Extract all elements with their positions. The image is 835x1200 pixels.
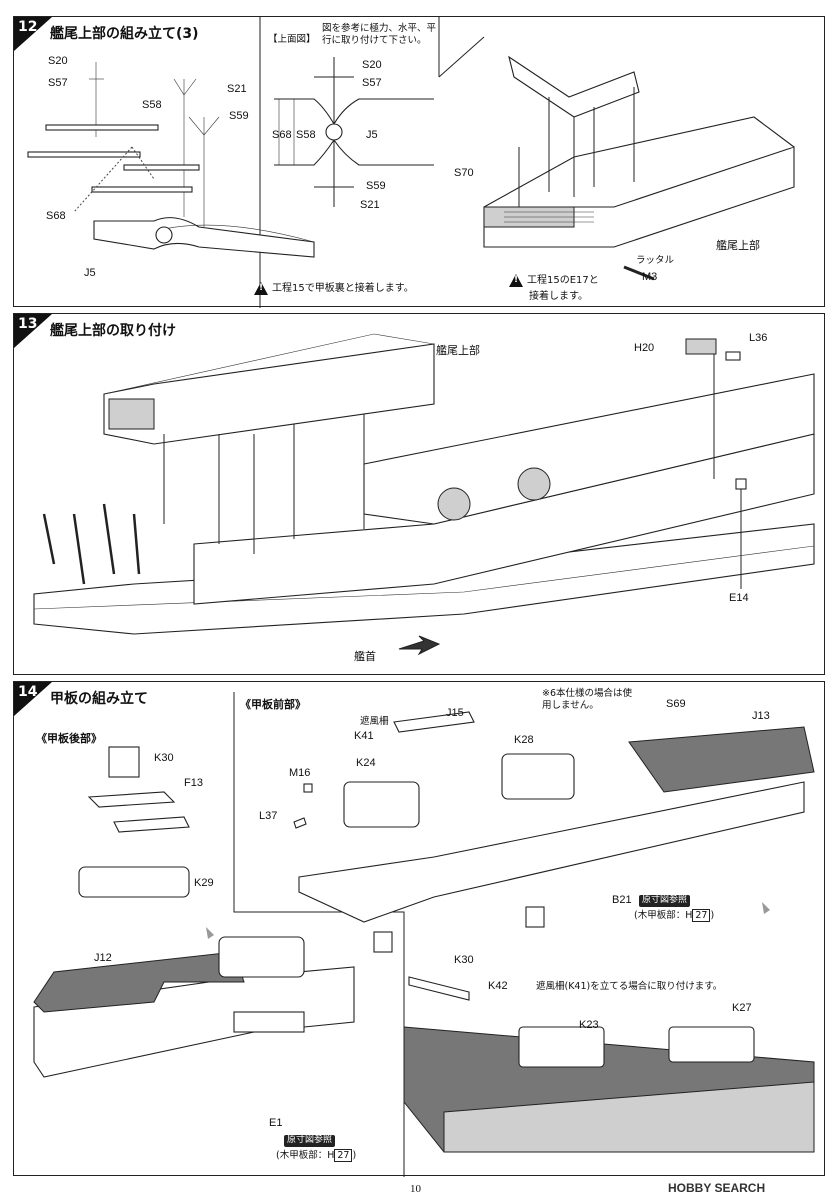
part-label-k24: K24: [356, 757, 376, 769]
part-label-k23: K23: [579, 1019, 599, 1031]
part-label-j15: J15: [446, 707, 464, 719]
step-14-drawing: [33, 692, 815, 1177]
part-label-h20: H20: [634, 342, 655, 354]
part-label-s59-top: S59: [366, 180, 386, 192]
step-12-drawing: [27, 17, 795, 308]
step-title: 艦尾上部の組み立て(3): [50, 26, 199, 42]
part-label-k41: K41: [354, 730, 374, 742]
part-label-s68: S68: [46, 210, 66, 222]
part-label-s68-top: S68: [272, 129, 292, 141]
part-label-s70: S70: [454, 167, 474, 179]
screen-label: 遮風柵: [360, 716, 389, 727]
step-title: 艦尾上部の取り付け: [50, 323, 176, 339]
warning-note-1: 工程15で甲板裏と接着します。: [254, 279, 414, 295]
step-13-drawing: [33, 333, 815, 656]
part-label-s58: S58: [142, 99, 162, 111]
part-label-l36: L36: [749, 332, 768, 344]
page-number: 10: [410, 1183, 421, 1195]
watermark: HOBBY SEARCH: [668, 1181, 766, 1195]
part-label-e1: E1: [269, 1117, 283, 1129]
part-label-k30-aft: K30: [154, 752, 174, 764]
ref-badge-b21: 原寸図参照: [639, 894, 691, 907]
top-view-label: 【上面図】: [268, 34, 316, 45]
part-label-b21: B21: [612, 894, 632, 906]
warning-note-2: 工程15のE17と: [509, 271, 599, 287]
part-label-j13: J13: [752, 710, 770, 722]
ladder-label: ラッタル: [636, 255, 675, 266]
part-label-j12: J12: [94, 952, 112, 964]
part-label-k27: K27: [732, 1002, 752, 1014]
part-label-k29: K29: [194, 877, 214, 889]
part-label-s20-top: S20: [362, 59, 382, 71]
fwd-deck-heading: 《甲板前部》: [240, 698, 306, 711]
bow-label: 艦首: [354, 650, 376, 663]
part-label-s21-top: S21: [360, 199, 380, 211]
step-14-panel: 14 甲板の組み立て: [13, 681, 825, 1177]
note-six-spec: ※6本仕様の場合は使用しません。: [542, 688, 633, 712]
part-label-s58-top: S58: [296, 129, 316, 141]
part-label-s57-top: S57: [362, 77, 382, 89]
part-label-s57: S57: [48, 77, 68, 89]
part-label-s69: S69: [666, 698, 686, 710]
part-label-k28: K28: [514, 734, 534, 746]
stern-upper-label: 艦尾上部: [436, 344, 480, 357]
part-label-s20: S20: [48, 55, 68, 67]
part-label-m16: M16: [289, 767, 311, 779]
warning-note-2b: 接着します。: [529, 291, 588, 302]
part-label-f13: F13: [184, 777, 203, 789]
warning-icon: [254, 281, 268, 295]
part-label-e14: E14: [729, 592, 749, 604]
warning-icon: [509, 273, 523, 287]
part-label-s21: S21: [227, 83, 247, 95]
aft-deck-heading: 《甲板後部》: [36, 732, 102, 745]
part-label-j5-top: J5: [366, 129, 378, 141]
top-view-note: 図を参考に極力、水平、平行に取り付けて下さい。: [322, 23, 437, 47]
part-label-m3: M3: [642, 271, 658, 283]
stern-upper-label: 艦尾上部: [716, 239, 760, 252]
step-title: 甲板の組み立て: [50, 691, 148, 707]
step-13-panel: 13 艦尾上部の取り付け 艦尾上部 H20 L36 E14: [13, 313, 825, 675]
step-12-panel: 12 艦尾上部の組み立て(3): [13, 16, 825, 308]
part-label-s59: S59: [229, 110, 249, 122]
k42-note: 遮風柵(K41)を立てる場合に取り付けます。: [536, 981, 723, 992]
ref-badge-e1: 原寸図参照: [284, 1134, 336, 1147]
part-label-k30-fwd: K30: [454, 954, 474, 966]
part-label-k42: K42: [488, 980, 508, 992]
part-label-j5: J5: [84, 267, 96, 279]
part-label-l37: L37: [259, 810, 278, 822]
